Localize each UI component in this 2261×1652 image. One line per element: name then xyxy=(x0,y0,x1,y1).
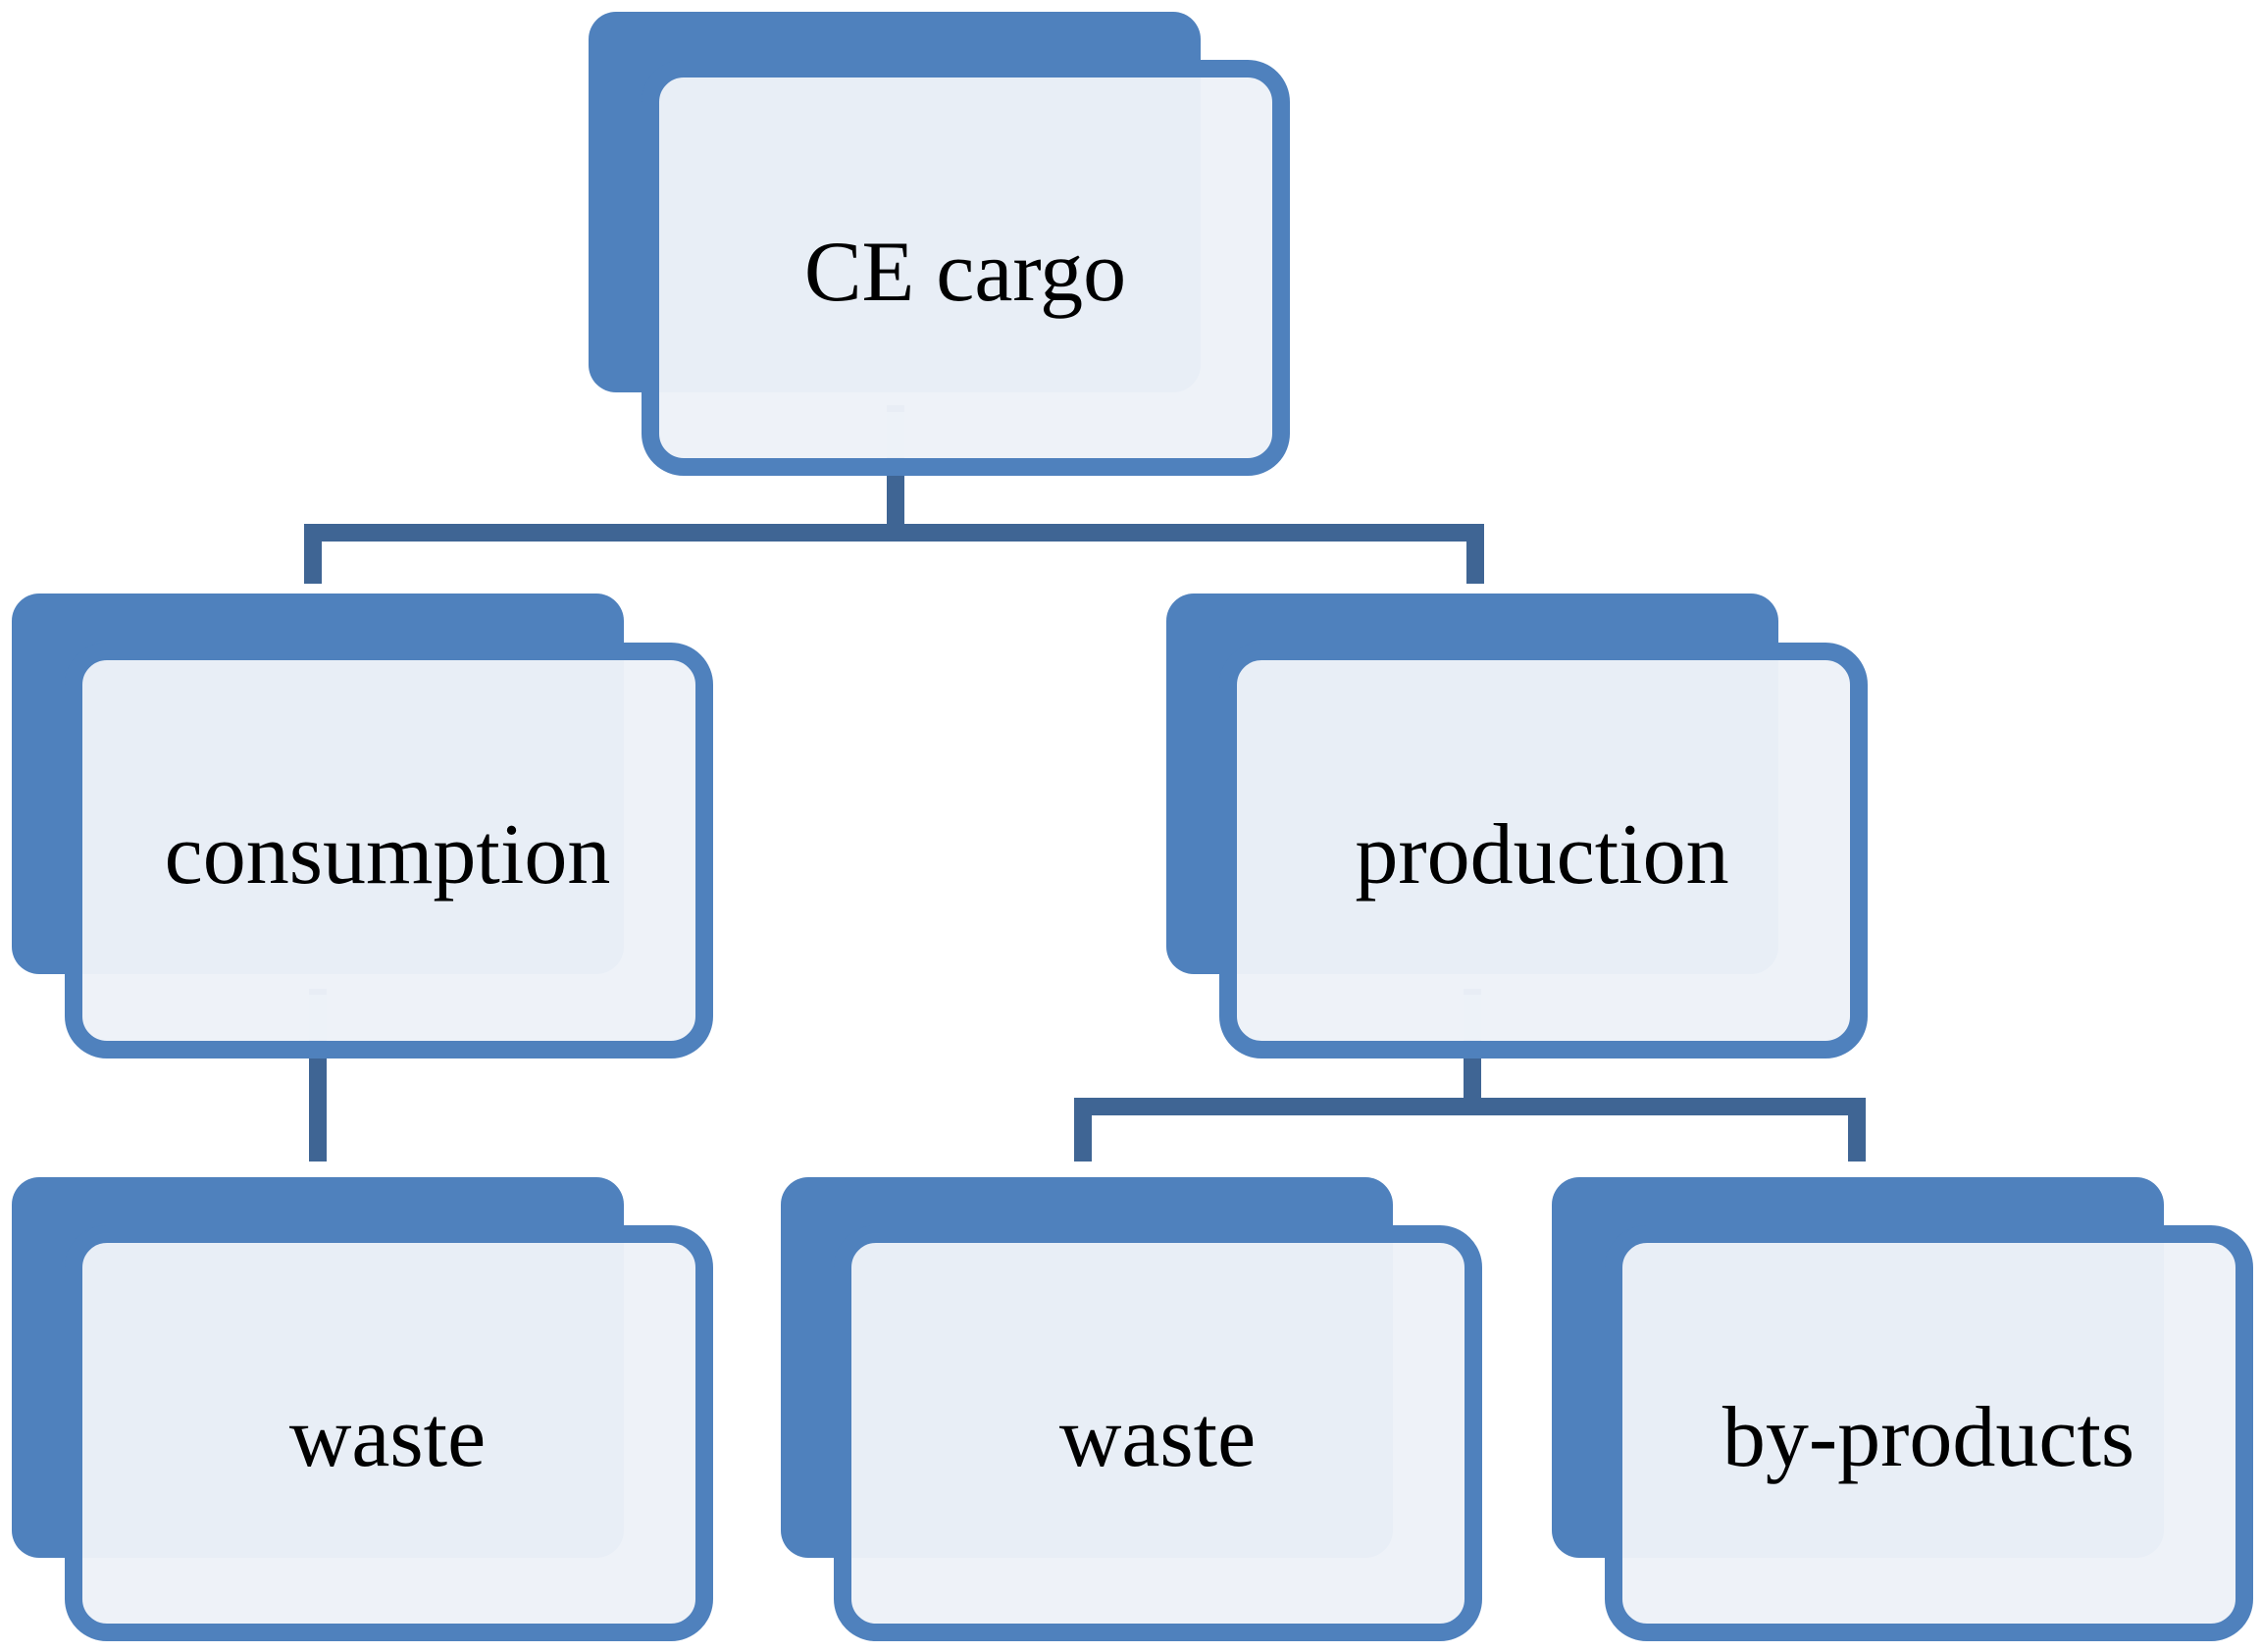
node-front-card xyxy=(65,643,713,1058)
node-front-card xyxy=(834,1225,1482,1641)
node-production[interactable]: production xyxy=(1166,594,1868,1058)
node-label-production-waste: waste xyxy=(1059,1390,1256,1485)
node-front-card xyxy=(1605,1225,2253,1641)
node-front-card xyxy=(1219,643,1868,1058)
node-label-production: production xyxy=(1355,807,1728,903)
node-front-card xyxy=(65,1225,713,1641)
node-production-waste[interactable]: waste xyxy=(781,1177,1482,1641)
node-label-consumption: consumption xyxy=(165,807,611,903)
node-consumption[interactable]: consumption xyxy=(12,594,713,1058)
node-stem-highlight xyxy=(887,412,904,457)
node-label-by-products: by-products xyxy=(1722,1390,2134,1485)
node-label-consumption-waste: waste xyxy=(289,1390,486,1485)
node-stem-highlight xyxy=(309,995,327,1040)
node-root[interactable]: CE cargo xyxy=(589,12,1290,476)
node-label-root: CE cargo xyxy=(804,225,1126,320)
node-consumption-waste[interactable]: waste xyxy=(12,1177,713,1641)
node-front-card xyxy=(642,60,1290,476)
node-by-products[interactable]: by-products xyxy=(1552,1177,2253,1641)
node-stem-highlight xyxy=(1464,995,1481,1040)
